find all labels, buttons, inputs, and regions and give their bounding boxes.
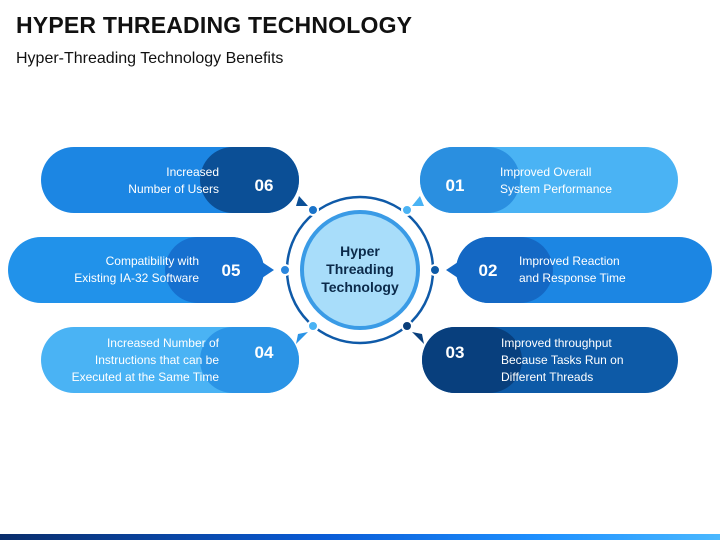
benefit-item-04: 04 Increased Number of Instructions that… — [41, 327, 308, 393]
benefit-item-01: 01 Improved Overall System Performance — [412, 147, 678, 213]
text-04-line-1: Increased Number of — [107, 336, 220, 350]
text-04-line-3: Executed at the Same Time — [72, 370, 220, 384]
pointer-06 — [296, 196, 308, 206]
page-subtitle: Hyper-Threading Technology Benefits — [16, 50, 284, 67]
center-line-2: Threading — [326, 261, 394, 277]
tab-06 — [200, 147, 299, 213]
benefit-item-02: 02 Improved Reaction and Response Time — [446, 237, 712, 303]
center-line-3: Technology — [321, 279, 399, 295]
text-02-line-1: Improved Reaction — [519, 254, 620, 268]
center-line-1: Hyper — [340, 243, 380, 259]
benefit-item-06: 06 Increased Number of Users — [41, 147, 308, 213]
ring-dots — [279, 204, 441, 332]
pointer-03 — [412, 332, 424, 344]
pointer-01 — [412, 196, 424, 206]
text-03-line-3: Different Threads — [501, 370, 593, 384]
center-circle — [300, 210, 420, 330]
number-06: 06 — [255, 176, 274, 195]
dot-04 — [307, 320, 319, 332]
dot-01 — [401, 204, 413, 216]
number-05: 05 — [222, 261, 241, 280]
dot-02 — [429, 264, 441, 276]
text-04-line-2: Instructions that can be — [95, 353, 219, 367]
tab-05 — [165, 237, 264, 303]
pointer-05 — [262, 262, 274, 278]
tab-01 — [420, 147, 520, 213]
benefit-item-03: 03 Improved throughput Because Tasks Run… — [412, 327, 678, 393]
pointer-02 — [446, 262, 458, 278]
benefit-item-05: 05 Compatibility with Existing IA-32 Sof… — [8, 237, 274, 303]
bottom-accent-bar — [0, 534, 720, 540]
dot-06 — [307, 204, 319, 216]
tab-03 — [422, 327, 522, 393]
text-01-line-1: Improved Overall — [500, 165, 591, 179]
dot-03 — [401, 320, 413, 332]
center-hub: Hyper Threading Technology — [285, 195, 435, 345]
number-03: 03 — [446, 343, 465, 362]
pointer-04 — [296, 332, 308, 344]
text-02-line-2: and Response Time — [519, 271, 626, 285]
number-04: 04 — [255, 343, 274, 362]
tab-02 — [456, 237, 553, 303]
text-01-line-2: System Performance — [500, 182, 612, 196]
page-title: HYPER THREADING TECHNOLOGY — [16, 12, 413, 38]
tab-04 — [200, 327, 299, 393]
text-03-line-2: Because Tasks Run on — [501, 353, 624, 367]
text-05-line-2: Existing IA-32 Software — [74, 271, 199, 285]
number-01: 01 — [446, 176, 465, 195]
dot-05 — [279, 264, 291, 276]
text-06-line-2: Number of Users — [128, 182, 219, 196]
text-05-line-1: Compatibility with — [106, 254, 199, 268]
number-02: 02 — [479, 261, 498, 280]
text-03-line-1: Improved throughput — [501, 336, 612, 350]
text-06-line-1: Increased — [166, 165, 219, 179]
